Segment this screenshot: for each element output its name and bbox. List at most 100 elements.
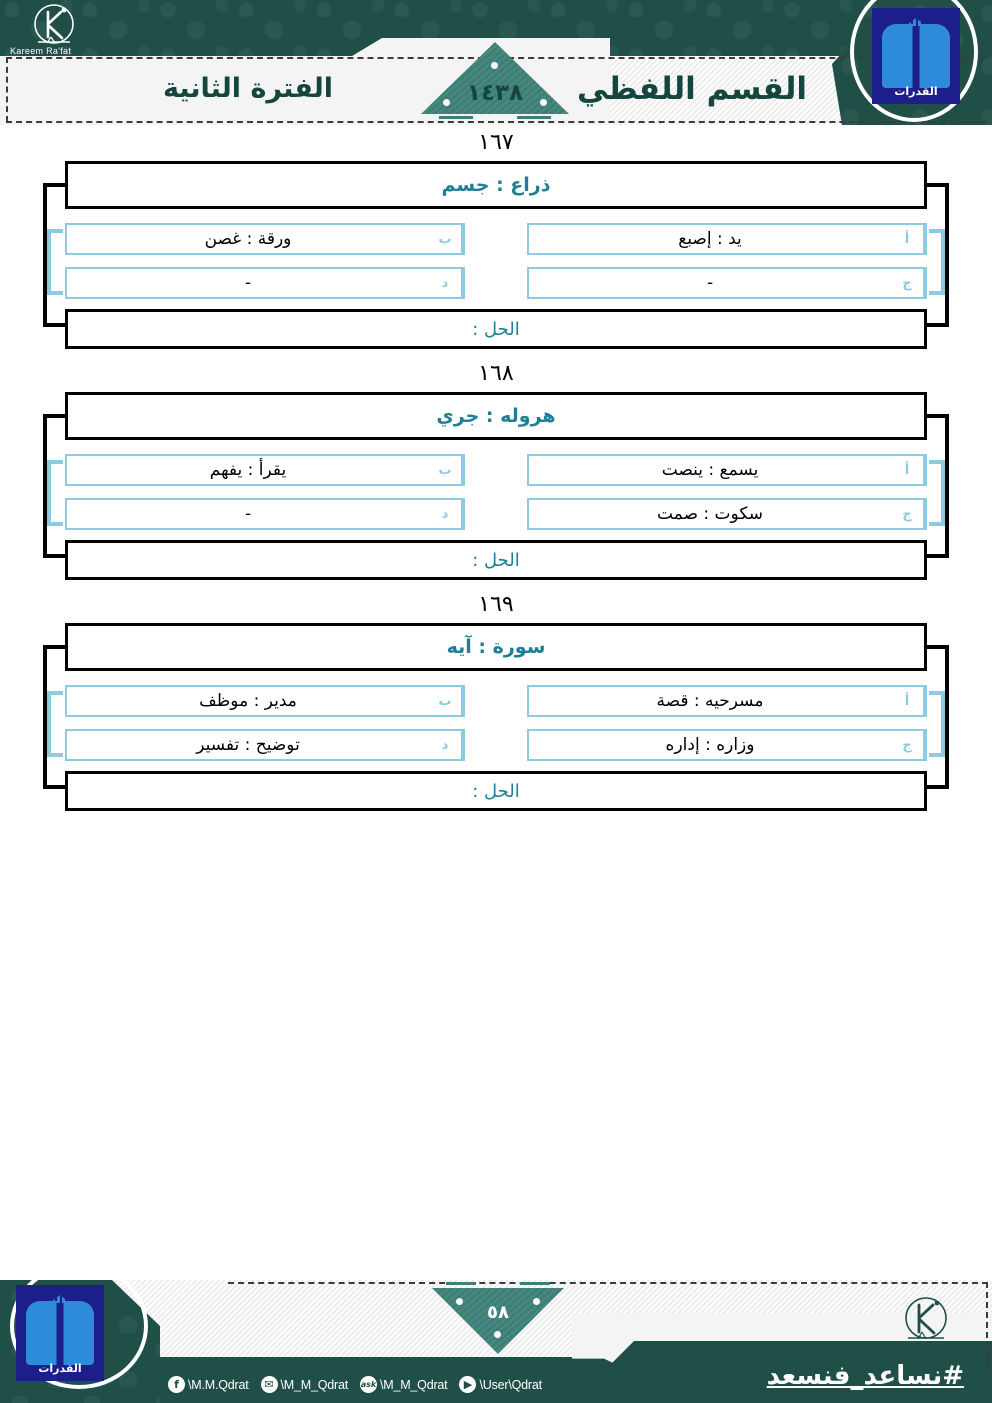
question-bracket-right xyxy=(927,161,949,349)
footer-logo-ring xyxy=(10,1280,148,1389)
page-number-label: ٥٨ xyxy=(487,1302,509,1323)
question-number: ١٦٩ xyxy=(478,592,514,617)
question-prompt-text: سورة : آيه xyxy=(446,636,546,658)
options-bracket-vertical-arm xyxy=(47,691,51,757)
bracket-vertical-arm xyxy=(945,183,949,327)
social-link-facebook[interactable]: f\M.M.Qdrat xyxy=(168,1376,249,1393)
answer-label: الحل : xyxy=(472,318,520,340)
bracket-top-arm xyxy=(43,183,65,187)
answer-field[interactable]: الحل : xyxy=(65,540,927,580)
kareem-rafat-label: Kareem Ra'fat xyxy=(10,46,72,56)
book-logo-page-right xyxy=(918,24,950,88)
question-prompt: سورة : آيه xyxy=(65,623,927,671)
answer-label: الحل : xyxy=(472,780,520,802)
options-bracket-bottom-arm xyxy=(929,291,945,295)
social-link-twitter[interactable]: ✉\M_M_Qdrat xyxy=(260,1376,348,1393)
question-bracket-left xyxy=(43,623,65,811)
options-bracket-bottom-arm xyxy=(47,291,63,295)
option-choice[interactable]: أ مسرحيه : قصة xyxy=(527,685,927,717)
option-text: يقرأ : يفهم xyxy=(209,460,287,480)
option-letter: د xyxy=(429,500,463,528)
option-letter: ج xyxy=(891,269,925,297)
option-letter: ب xyxy=(429,687,463,715)
question-prompt: هروله : جري xyxy=(65,392,927,440)
bracket-vertical-arm xyxy=(945,414,949,558)
options-bracket-vertical-arm xyxy=(941,460,945,526)
options-bracket-top-arm xyxy=(929,691,945,695)
options-bracket-vertical-arm xyxy=(941,229,945,295)
bracket-vertical-arm xyxy=(43,645,47,789)
option-text: - xyxy=(244,504,252,524)
footer-dashed-rule-top xyxy=(228,1282,988,1284)
social-link-youtube[interactable]: ▶\User\Qdrat xyxy=(459,1376,542,1393)
bracket-top-arm xyxy=(43,414,65,418)
period-label: الفترة الثانية xyxy=(162,73,334,104)
options-bracket-vertical-arm xyxy=(47,229,51,295)
bracket-top-arm xyxy=(927,414,949,418)
book-logo-spine xyxy=(912,26,920,88)
bracket-top-arm xyxy=(927,645,949,649)
option-text: يد : إصبع xyxy=(678,229,742,249)
option-choice[interactable]: ب يقرأ : يفهم xyxy=(65,454,465,486)
option-letter: أ xyxy=(891,687,925,715)
book-logo-page-right xyxy=(62,1301,94,1365)
option-letter: د xyxy=(429,731,463,759)
options-bracket-top-arm xyxy=(929,229,945,233)
answer-field[interactable]: الحل : xyxy=(65,309,927,349)
year-label: ١٤٣٨ xyxy=(466,80,524,106)
option-letter: ج xyxy=(891,731,925,759)
option-choice[interactable]: د- xyxy=(65,498,465,530)
options-bracket-bottom-arm xyxy=(47,753,63,757)
option-text: مسرحيه : قصة xyxy=(656,691,764,711)
facebook-icon: f xyxy=(168,1376,185,1393)
bracket-bottom-arm xyxy=(927,554,949,558)
ask-icon: ask xyxy=(359,1376,377,1393)
option-text: - xyxy=(706,273,714,293)
page-badge-dot xyxy=(533,1298,540,1305)
options-bracket-top-arm xyxy=(47,229,63,233)
page-badge-underline xyxy=(446,1282,476,1285)
page-number-badge: ٥٨ xyxy=(432,1282,564,1354)
question-prompt: ذراع : جسم xyxy=(65,161,927,209)
bracket-vertical-arm xyxy=(945,645,949,789)
footer-dashed-rule-right xyxy=(986,1282,988,1368)
answer-field[interactable]: الحل : xyxy=(65,771,927,811)
book-logo-label: القدرات xyxy=(38,1362,82,1375)
header-dashed-rule-bottom xyxy=(6,121,986,123)
year-badge: ١٤٣٨ xyxy=(421,42,569,119)
options-bracket-left xyxy=(47,460,63,526)
twitter-icon: ✉ xyxy=(260,1376,278,1393)
header-dark-band xyxy=(0,0,992,58)
bracket-bottom-arm xyxy=(927,323,949,327)
kareem-rafat-logo: Kareem Ra'fat xyxy=(8,2,100,56)
social-handle: \M_M_Qdrat xyxy=(379,1377,448,1392)
social-link-ask[interactable]: ask\M_M_Qdrat xyxy=(359,1376,448,1393)
option-choice[interactable]: د- xyxy=(65,267,465,299)
year-badge-dot xyxy=(491,62,498,69)
option-choice[interactable]: ج- xyxy=(527,267,927,299)
options-bracket-bottom-arm xyxy=(929,522,945,526)
options-bracket-right xyxy=(929,691,945,757)
option-letter: د xyxy=(429,269,463,297)
page-badge-dot xyxy=(456,1298,463,1305)
option-text: ورقة : غصن xyxy=(204,229,292,249)
option-text: سكوت : صمت xyxy=(657,504,763,524)
social-handle: \M.M.Qdrat xyxy=(188,1377,249,1392)
option-letter: ب xyxy=(429,456,463,484)
bracket-vertical-arm xyxy=(43,414,47,558)
social-handle: \User\Qdrat xyxy=(479,1377,542,1392)
qudrat-book-logo: القدرات xyxy=(872,8,960,104)
